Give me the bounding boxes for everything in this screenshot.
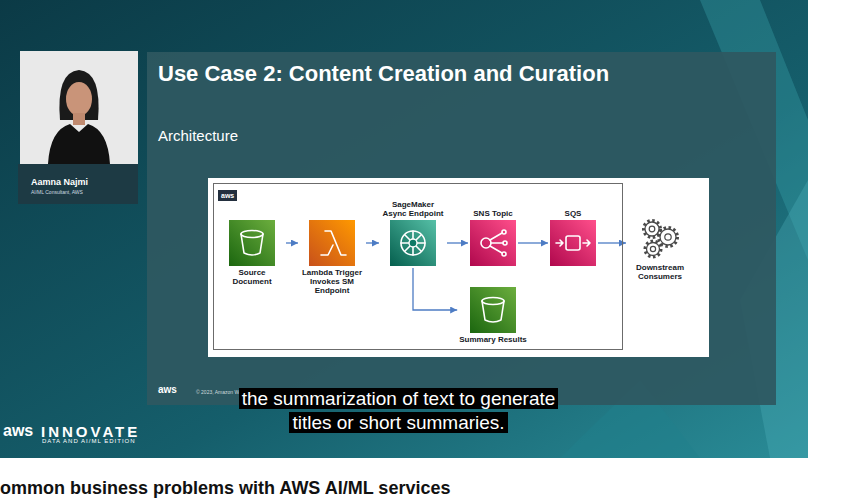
event-name: INNOVATE [41, 423, 140, 440]
video-frame [0, 0, 808, 458]
node-label: SQS [550, 209, 596, 218]
subtitle-text: the summarization of text to generate ti… [239, 388, 559, 433]
flow-arrow [518, 242, 548, 243]
slide-panel [147, 52, 776, 405]
sqs-icon [550, 220, 596, 266]
presenter-name: Aamna Najmi [31, 177, 88, 187]
page-heading: ommon business problems with AWS AI/ML s… [0, 478, 450, 499]
gears-icon [635, 215, 685, 261]
node-label: SNS Topic [470, 209, 516, 218]
presenter-hair [59, 70, 98, 120]
sns-icon [470, 220, 516, 266]
node-label: Lambda Trigger Invokes SM Endpoint [300, 268, 364, 296]
flow-arrow [366, 242, 379, 243]
service-node: Downstream Consumers [626, 213, 694, 281]
presenter-face [66, 82, 92, 116]
service-node: SQS [548, 209, 598, 268]
slide-title: Use Case 2: Content Creation and Curatio… [158, 61, 609, 87]
presenter-neck [73, 113, 85, 125]
aws-logo: aws [158, 384, 177, 395]
name-panel [18, 164, 138, 204]
slide-subheading: Architecture [158, 127, 238, 144]
bucket-icon [470, 287, 516, 333]
sagemaker-icon [390, 220, 436, 266]
flow-arrow [286, 242, 298, 243]
service-node: Source Document [218, 218, 286, 286]
node-label: Summary Results [459, 335, 527, 344]
lambda-icon [309, 220, 355, 266]
diagram-canvas [208, 178, 709, 357]
node-label: Downstream Consumers [628, 263, 692, 281]
presenter-role: AI/ML Consultant, AWS [31, 189, 83, 195]
flow-arrow [598, 242, 626, 243]
flow-arrow [447, 242, 468, 243]
node-label: SageMaker Async Endpoint [381, 200, 445, 218]
service-node: SNS Topic [468, 209, 518, 268]
event-logo: aws [3, 422, 33, 440]
flow-arrow [413, 268, 457, 310]
presenter-shirt [48, 124, 110, 164]
group-logo: aws [218, 190, 237, 201]
event-edition: DATA AND AI/ML EDITION [42, 438, 136, 444]
bucket-icon [229, 220, 275, 266]
service-node: SageMaker Async Endpoint [379, 200, 447, 268]
node-label: Source Document [220, 268, 284, 286]
service-node: Lambda Trigger Invokes SM Endpoint [298, 218, 366, 296]
presenter-photo [20, 51, 138, 164]
video-subtitle: the summarization of text to generate ti… [226, 387, 571, 435]
cloud-group: Source Document Lambda Trigger Invokes SM… [213, 183, 623, 350]
service-node: Summary Results [457, 285, 529, 344]
